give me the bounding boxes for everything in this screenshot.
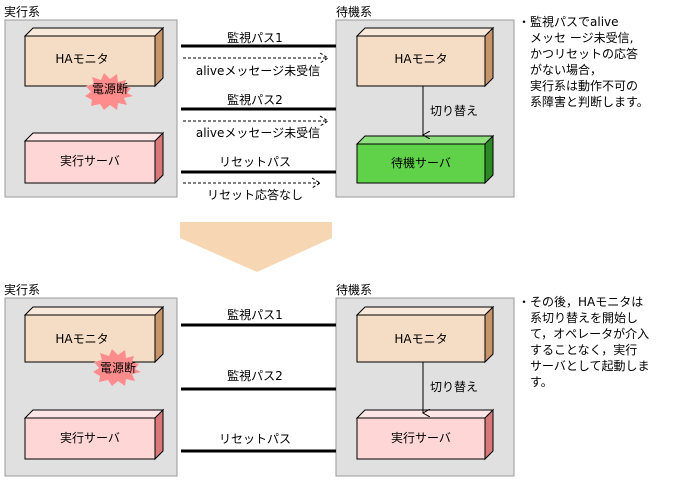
top-standby-system-label: 待機系 (336, 4, 372, 19)
top-active-ha-monitor: HAモニタ (23, 26, 165, 88)
top-path1-msg-arrow (183, 52, 329, 64)
top-active-server-label: 実行サーバ (60, 153, 120, 168)
bottom-standby-server-label: 実行サーバ (391, 430, 451, 445)
top-power-failure-label: 電源断 (92, 81, 128, 96)
top-note-line: ・監視パスでalive (518, 15, 619, 29)
top-switch-label: 切り替え (430, 104, 478, 118)
bottom-reset-path-label: リセットパス (219, 432, 291, 446)
bottom-path2-label: 監視パス2 (227, 368, 283, 383)
bottom-standby-server: 実行サーバ (355, 408, 495, 461)
top-path1-msg: aliveメッセージ未受信 (196, 64, 320, 78)
top-reset-path-label: リセットパス (219, 155, 291, 169)
top-reset-msg: リセット応答なし (207, 187, 303, 202)
bottom-standby-ha-monitor-label: HAモニタ (394, 332, 447, 346)
top-note: ・監視パスでalive メッセ ージ未受信, かつリセットの応答 がない場合， … (518, 14, 649, 110)
bottom-switch-label: 切り替え (430, 380, 478, 394)
top-path2-msg-arrow (183, 115, 329, 127)
top-reset-msg-arrow (183, 177, 321, 189)
top-standby-server: 待機サーバ (355, 134, 495, 185)
bottom-standby-system-label: 待機系 (336, 282, 372, 297)
top-note-line: 系障害と判断します。 (518, 95, 649, 109)
bottom-active-ha-monitor: HAモニタ (23, 305, 165, 364)
top-note-line: かつリセットの応答 (518, 47, 639, 61)
bottom-note-line: て，オペレータが介入 (518, 327, 650, 341)
top-standby-ha-monitor-label: HAモニタ (394, 52, 447, 66)
bottom-panel: 実行系 待機系 HAモニタ 実行サーバ 電源断 HAモニタ (4, 282, 515, 477)
top-note-line: 実行系は動作不可の (518, 79, 639, 93)
bottom-note-line: ・その後，HAモニタは (518, 295, 644, 309)
top-standby-ha-monitor: HAモニタ (355, 26, 495, 88)
top-path2-msg: aliveメッセージ未受信 (196, 126, 320, 140)
bottom-path1-label: 監視パス1 (227, 307, 283, 322)
top-active-system-label: 実行系 (4, 4, 40, 19)
bottom-note-line: サーバとして起動しま (518, 359, 650, 373)
top-path2-label: 監視パス2 (227, 92, 283, 107)
bottom-active-ha-monitor-label: HAモニタ (55, 332, 108, 346)
transition-arrow (180, 222, 332, 272)
top-standby-server-label: 待機サーバ (391, 155, 451, 170)
bottom-power-failure-burst: 電源断 (93, 349, 141, 386)
bottom-note-line: す。 (518, 375, 553, 389)
bottom-note: ・その後，HAモニタは 系切り替えを開始し て，オペレータが介入 することなく，… (518, 294, 650, 390)
bottom-note-line: することなく，実行 (518, 343, 638, 357)
bottom-standby-ha-monitor: HAモニタ (355, 305, 495, 364)
bottom-active-server: 実行サーバ (23, 408, 165, 461)
top-note-line: メッセ ージ未受信, (518, 31, 634, 45)
bottom-active-system-label: 実行系 (4, 282, 40, 297)
top-panel: 実行系 待機系 HAモニタ 実行サーバ 電源断 HAモニタ (4, 4, 515, 202)
bottom-note-line: 系切り替えを開始し (518, 311, 639, 325)
top-path1-label: 監視パス1 (227, 30, 283, 45)
bottom-active-server-label: 実行サーバ (60, 430, 120, 445)
top-power-failure-burst: 電源断 (85, 73, 133, 110)
bottom-power-failure-label: 電源断 (100, 360, 136, 375)
top-active-server: 実行サーバ (23, 131, 165, 185)
top-note-line: がない場合， (518, 63, 603, 77)
top-active-ha-monitor-label: HAモニタ (55, 52, 108, 66)
